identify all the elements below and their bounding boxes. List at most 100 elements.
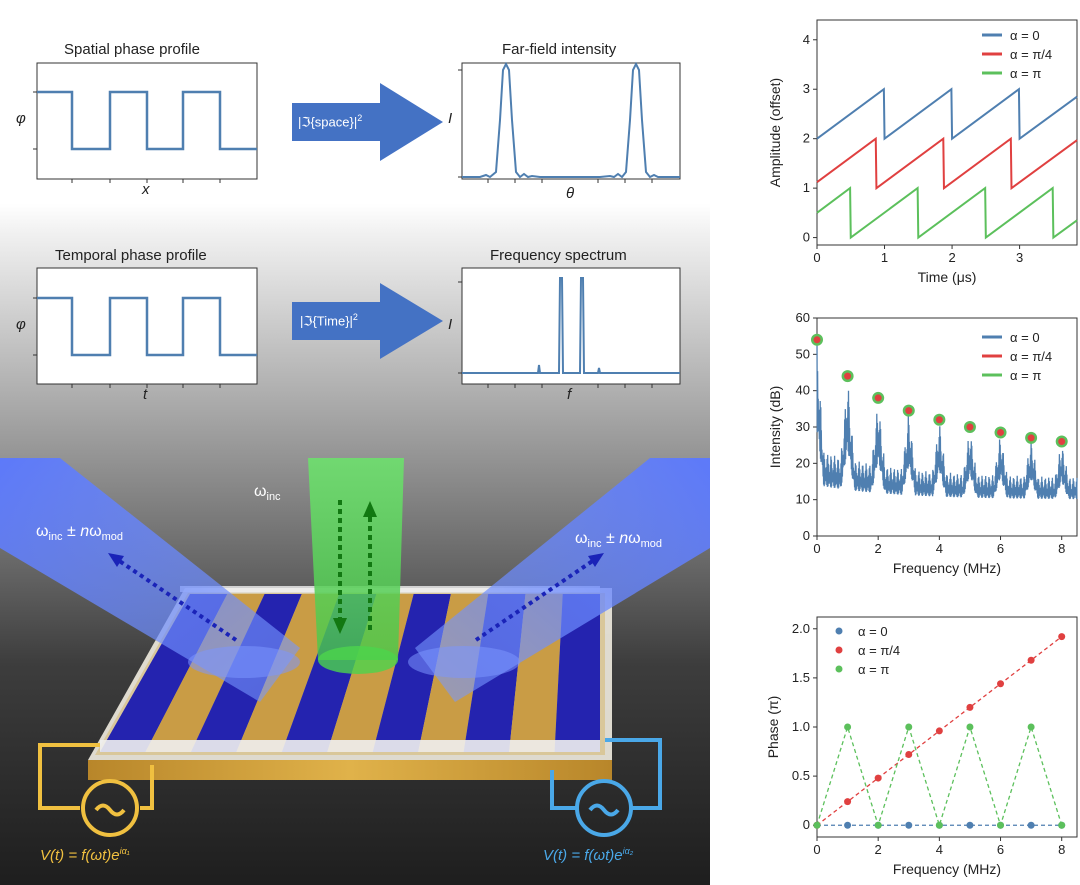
peak-marker-red: [935, 416, 943, 424]
electrode-stripe: [236, 594, 340, 752]
x-tick-label: 2: [948, 250, 955, 265]
y-tick-label: 2: [803, 131, 810, 146]
y-axis-label: Phase (π): [765, 696, 781, 759]
y-axis-label: Amplitude (offset): [767, 78, 783, 187]
x-axis-label: Frequency (MHz): [893, 560, 1001, 576]
phi-axis-label-bottom: φ: [16, 316, 26, 333]
legend-marker: [835, 665, 843, 673]
spectrum-title: Frequency spectrum: [490, 247, 627, 264]
temporal-phase-plot: [33, 267, 258, 388]
legend-label: α = π: [1010, 368, 1041, 383]
device-illustration: [0, 0, 710, 885]
peak-marker-red: [844, 372, 852, 380]
y-tick-label: 4: [803, 32, 810, 47]
x-tick-label: 6: [997, 842, 1004, 857]
x-tick-label: 2: [875, 541, 882, 556]
data-point: [813, 821, 821, 829]
data-point: [935, 727, 943, 735]
plot-frame: [816, 317, 1078, 537]
series-line: [816, 186, 1078, 240]
spatial-phase-plot: [33, 62, 258, 183]
data-point: [1027, 821, 1035, 829]
y-tick-label: 0: [803, 528, 810, 543]
legend-label: α = π: [1010, 66, 1041, 81]
x-tick-label: 1: [881, 250, 888, 265]
series-line: [816, 136, 1078, 191]
theta-axis-label: θ: [566, 185, 575, 202]
x-tick-label: 6: [997, 541, 1004, 556]
x-tick-label: 2: [875, 842, 882, 857]
legend-label: α = π/4: [858, 643, 900, 658]
x-tick-label: 0: [813, 541, 820, 556]
series-line: [816, 87, 1078, 141]
data-point: [966, 703, 974, 711]
right-voltage-source: [550, 738, 662, 837]
spectrum-line: [816, 339, 1078, 500]
data-point: [905, 723, 913, 731]
peak-marker-red: [874, 394, 882, 402]
data-point: [905, 751, 913, 758]
peak-marker-red: [905, 407, 913, 415]
farfield-title: Far-field intensity: [502, 41, 617, 58]
peak-marker-red: [1058, 438, 1066, 446]
x-tick-label: 8: [1058, 842, 1065, 857]
fourier-arrow-time: [292, 283, 443, 359]
data-point: [966, 821, 974, 829]
data-point: [935, 821, 943, 829]
data-point: [844, 798, 852, 806]
y-tick-label: 60: [796, 310, 810, 325]
legend-label: α = π/4: [1010, 47, 1052, 62]
plot-frame: [816, 19, 1078, 246]
legend-label: α = 0: [1010, 330, 1040, 345]
y-tick-label: 1.5: [792, 670, 810, 685]
frequency-spectrum-plot: [458, 267, 681, 388]
left-output-label: ωinc ± nωmod: [36, 523, 124, 544]
y-tick-label: 2.0: [792, 621, 810, 636]
x-tick-label: 0: [813, 842, 820, 857]
y-tick-label: 50: [796, 346, 810, 361]
peak-marker-red: [1027, 434, 1035, 442]
legend-marker: [835, 646, 843, 654]
legend-label: α = π: [858, 662, 889, 677]
data-point: [905, 821, 913, 829]
data-point: [874, 774, 882, 782]
x-tick-label: 4: [936, 541, 943, 556]
left-voltage-source: [38, 743, 154, 837]
data-point: [997, 821, 1005, 829]
y-tick-label: 0.5: [792, 768, 810, 783]
y-tick-label: 1.0: [792, 719, 810, 734]
left-voltage-label: V(t) = f(ωt)eiα₁: [40, 846, 130, 864]
peak-marker-red: [966, 423, 974, 431]
x-tick-label: 3: [1016, 250, 1023, 265]
x-tick-label: 0: [813, 250, 820, 265]
space-fourier-label: |ℑ{space}|2: [298, 113, 363, 130]
data-point: [844, 821, 852, 829]
t-axis-label: t: [143, 386, 148, 403]
y-tick-label: 30: [796, 419, 810, 434]
y-tick-label: 1: [803, 180, 810, 195]
data-point: [1058, 633, 1066, 641]
data-point: [844, 723, 852, 731]
incident-green-beam: [308, 458, 404, 660]
f-axis-label: f: [567, 386, 572, 403]
fourier-arrow-space: [292, 83, 443, 161]
legend-label: α = π/4: [1010, 349, 1052, 364]
data-point: [874, 821, 882, 829]
phi-axis-label-top: φ: [16, 110, 26, 127]
data-point: [966, 723, 974, 731]
y-tick-label: 0: [803, 230, 810, 245]
right-voltage-label: V(t) = f(ωt)eiα₂: [543, 846, 634, 864]
time-fourier-label: |ℑ{Time}|2: [300, 312, 358, 329]
data-point: [1027, 723, 1035, 731]
data-point: [997, 680, 1005, 688]
right-output-label: ωinc ± nωmod: [575, 530, 663, 551]
electrode-stripe: [372, 594, 451, 752]
legend-label: α = 0: [1010, 28, 1040, 43]
plot-frame: [816, 616, 1078, 838]
data-point: [1027, 656, 1035, 664]
y-tick-label: 10: [796, 492, 810, 507]
intensity-axis-label-bottom: I: [448, 316, 453, 333]
